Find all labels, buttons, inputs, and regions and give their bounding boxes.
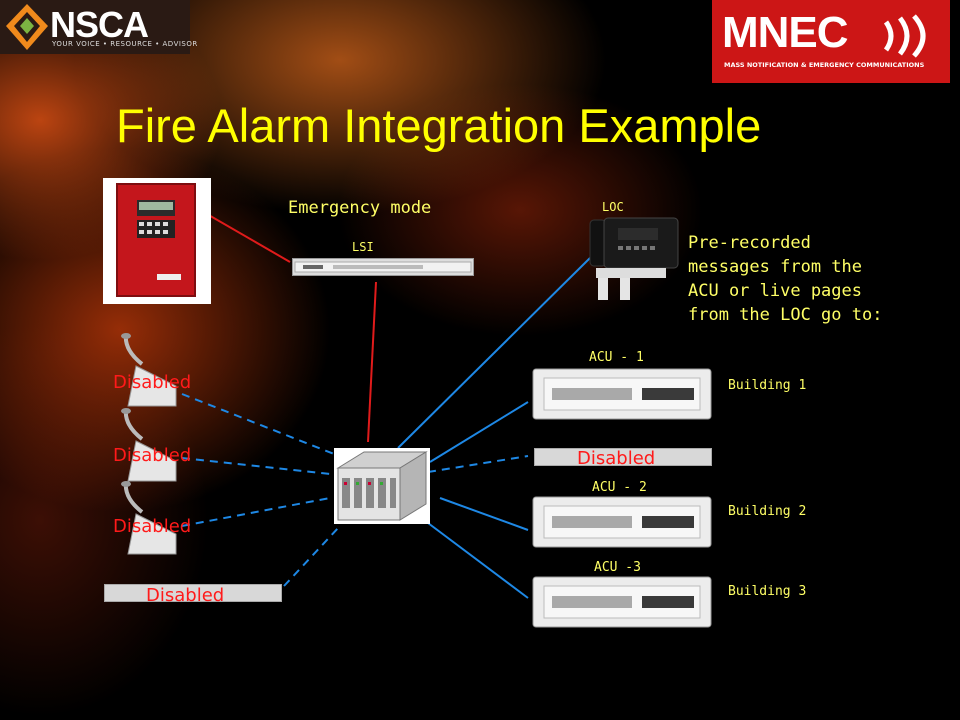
hub-to-acu1-link: [429, 401, 529, 463]
mic-2-disabled-label: Disabled: [113, 445, 192, 466]
rack-disabled-label: Disabled: [577, 448, 656, 469]
network-switch-icon: [334, 448, 430, 524]
mic3-link: [181, 497, 331, 527]
emergency-mode-label: Emergency mode: [288, 198, 432, 218]
fire-alarm-panel-image: [103, 178, 211, 304]
lsi-to-hub-link: [367, 281, 377, 443]
nsca-logo-text: NSCA: [50, 4, 149, 45]
disabled-rack-unit: [534, 448, 712, 466]
mnec-logo-tagline: MASS NOTIFICATION & EMERGENCY COMMUNICAT…: [724, 61, 925, 69]
nsca-emblem-icon: [6, 4, 48, 50]
hub-to-acu2-link: [439, 497, 529, 531]
acu-1-unit-icon: [532, 368, 712, 420]
paging-microphone-2-icon: [121, 408, 177, 482]
nsca-logo: [0, 0, 190, 54]
page-title: Fire Alarm Integration Example: [116, 99, 762, 152]
hub-to-loc-link: [397, 257, 591, 449]
mic2-link: [181, 457, 331, 475]
routing-note-line: from the LOC go to:: [688, 305, 883, 325]
acu-1-label: ACU - 1: [589, 350, 644, 365]
acu-2-label: ACU - 2: [592, 480, 647, 495]
routing-note-line: Pre-recorded: [688, 233, 811, 253]
mnec-logo-text: MNEC: [722, 8, 849, 57]
building-2-label: Building 2: [728, 504, 807, 519]
loc-console-icon: [589, 217, 679, 300]
lsi-device-icon: [294, 261, 472, 273]
routing-note-line: messages from the: [688, 257, 862, 277]
mnec-logo: [712, 0, 950, 83]
lsi-label: LSI: [352, 240, 374, 254]
nsca-logo-tagline: YOUR VOICE • RESOURCE • ADVISOR: [52, 40, 198, 48]
lsi-device: [292, 258, 474, 276]
hub-to-acu3-link: [423, 519, 529, 599]
mic-3-disabled-label: Disabled: [113, 516, 192, 537]
fire-alarm-panel-icon: [116, 183, 196, 297]
acu-2-unit-icon: [532, 496, 712, 548]
building-3-label: Building 3: [728, 584, 807, 599]
thin-unit-link: [283, 525, 341, 587]
loc-label: LOC: [602, 200, 624, 214]
routing-note: Pre-recorded messages from the ACU or li…: [688, 231, 882, 327]
paging-microphone-3-icon: [121, 481, 177, 555]
broadcast-waves-icon: [883, 14, 926, 58]
hub-to-disabled-rack-link: [427, 455, 529, 473]
paging-microphone-1-icon: [121, 333, 177, 407]
mic1-link: [181, 393, 335, 455]
building-1-label: Building 1: [728, 378, 807, 393]
thin-rack-unit: [104, 584, 282, 602]
acu-3-unit-icon: [532, 576, 712, 628]
fire-panel-to-lsi-link: [199, 209, 291, 263]
acu-3-label: ACU -3: [594, 560, 641, 575]
mic-1-disabled-label: Disabled: [113, 372, 192, 393]
routing-note-line: ACU or live pages: [688, 281, 862, 301]
thin-unit-disabled-label: Disabled: [146, 585, 225, 606]
